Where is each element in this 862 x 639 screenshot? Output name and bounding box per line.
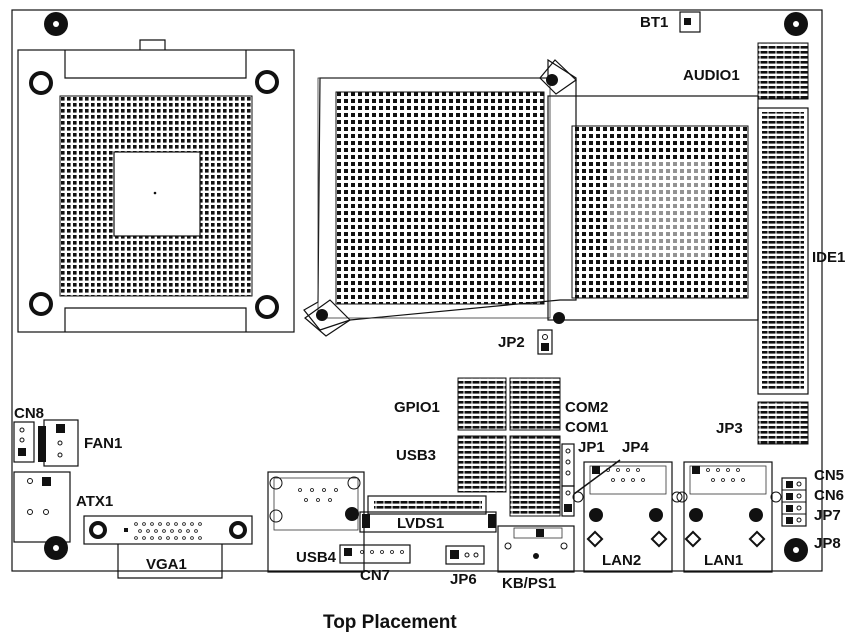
jp6-label: JP6	[450, 571, 477, 588]
usb3-label: USB3	[396, 447, 436, 464]
atx1-label: ATX1	[76, 493, 113, 510]
cn8-connector: CN8	[13, 405, 44, 463]
mounting-hole-top-right	[784, 12, 808, 36]
gpio1-label: GPIO1	[394, 399, 440, 416]
vga1-connector: VGA1	[83, 515, 253, 579]
fan1-label: FAN1	[84, 435, 122, 452]
pcb-outline	[11, 9, 823, 572]
usb3-header: USB3	[396, 435, 507, 493]
mounting-hole-top-left	[44, 12, 68, 36]
lan1-label: LAN1	[704, 552, 743, 569]
jp2-jumper: JP2	[498, 329, 553, 355]
atx1-connector: ATX1	[13, 471, 113, 543]
com1-label: COM1	[565, 419, 608, 436]
diagram-caption: Top Placement	[323, 612, 457, 633]
gpio1-header: GPIO1	[394, 377, 507, 431]
cn7-label: CN7	[360, 567, 390, 584]
lan2-connector: LAN2	[572, 461, 683, 573]
jp7-label: JP7	[814, 507, 841, 524]
cn5-cn6-jp7-jp8-stack: CN5 CN6 JP7 JP8	[781, 467, 844, 552]
com2-label: COM2	[565, 399, 608, 416]
com1-header: COM1	[509, 419, 608, 517]
jp3-label: JP3	[716, 420, 743, 437]
jp4-label: JP4	[622, 439, 649, 456]
northbridge-chip	[303, 58, 577, 337]
jp8-label: JP8	[814, 535, 841, 552]
fan1-connector: FAN1	[38, 419, 122, 467]
jp4-jumper: JP4	[561, 439, 649, 517]
cpu-socket	[17, 39, 295, 333]
ide1-label: IDE1	[812, 249, 845, 266]
cn6-label: CN6	[814, 487, 844, 504]
mounting-hole-bottom-right	[784, 538, 808, 562]
bt1-connector: BT1	[640, 11, 701, 33]
usb4-label: USB4	[296, 549, 337, 566]
ide1-header: IDE1	[757, 107, 845, 395]
lan2-label: LAN2	[602, 552, 641, 569]
lvds1-label: LVDS1	[397, 515, 444, 532]
jp3-header: JP3	[716, 401, 809, 445]
vga1-label: VGA1	[146, 556, 187, 573]
southbridge-chip	[547, 95, 759, 324]
kbps1-label: KB/PS1	[502, 575, 556, 592]
audio1-label: AUDIO1	[683, 67, 740, 84]
cn5-label: CN5	[814, 467, 844, 484]
jp2-label: JP2	[498, 334, 525, 351]
kbps1-connector: KB/PS1	[497, 525, 575, 592]
jp1-label: JP1	[578, 439, 605, 456]
mounting-hole-bottom-left	[44, 536, 68, 560]
bt1-label: BT1	[640, 14, 668, 31]
jp6-jumper: JP6	[445, 545, 485, 588]
lan1-connector: LAN1	[676, 461, 782, 573]
usb4-connector: USB4	[267, 471, 365, 573]
lvds1-connector: LVDS1	[359, 495, 497, 533]
cn8-label: CN8	[14, 405, 44, 422]
com2-header: COM2	[509, 377, 608, 431]
audio1-header: AUDIO1	[683, 42, 809, 100]
cn7-connector: CN7	[339, 544, 411, 584]
